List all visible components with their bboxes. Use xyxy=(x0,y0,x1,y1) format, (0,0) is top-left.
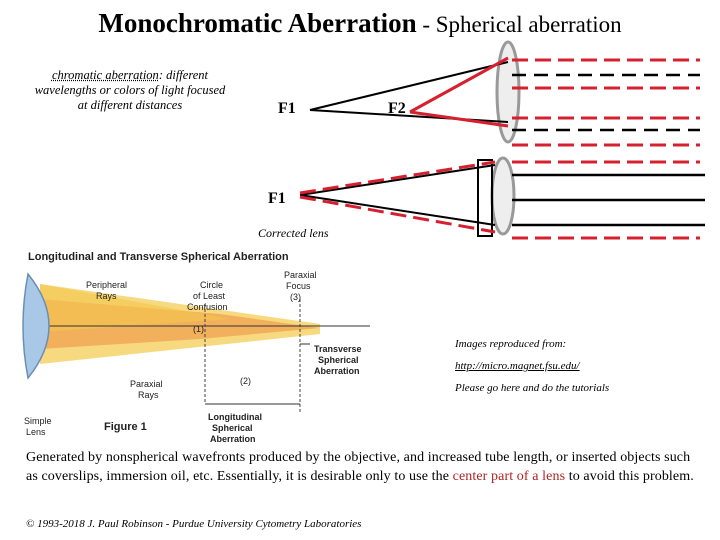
paraxial-rays-label-1: Paraxial xyxy=(130,379,163,389)
ray-black xyxy=(299,194,496,226)
ray-black xyxy=(309,109,509,123)
note-term: chromatic aberration xyxy=(51,68,159,82)
explanation-highlight: center part of a lens xyxy=(452,469,566,484)
longitudinal-label-1: Longitudinal xyxy=(208,412,262,422)
peripheral-label-1: Peripheral xyxy=(86,280,127,290)
definition-note: chromatic aberration: different waveleng… xyxy=(30,68,230,113)
transverse-label-3: Aberration xyxy=(314,366,360,376)
simple-lens-label-1: Simple xyxy=(24,416,52,426)
title-main: Monochromatic Aberration xyxy=(98,8,417,38)
credits-line-3: Please go here and do the tutorials xyxy=(455,382,610,394)
ray-black xyxy=(309,61,509,111)
explanation-end: to avoid this problem. xyxy=(565,469,694,484)
focus-label-f1-top: F1 xyxy=(278,100,296,117)
focus-label-f2: F2 xyxy=(388,100,406,117)
bottom-lens xyxy=(490,156,516,236)
corrected-lens-label: Corrected lens xyxy=(258,226,329,240)
marker-1: (1) xyxy=(193,324,204,334)
ray-fan xyxy=(40,284,230,332)
title-separator: - xyxy=(416,12,436,37)
figure-title: Longitudinal and Transverse Spherical Ab… xyxy=(28,251,289,263)
paraxial-focus-label-2: Focus xyxy=(286,281,311,291)
image-credits: Images reproduced from: http://micro.mag… xyxy=(455,333,609,399)
ray-red-dashed xyxy=(299,195,496,234)
credits-line-1: Images reproduced from: xyxy=(455,338,567,350)
explanation-text: Generated by nonspherical wavefronts pro… xyxy=(26,450,691,484)
longitudinal-label-3: Aberration xyxy=(210,434,256,444)
spherical-aberration-figure: Longitudinal and Transverse Spherical Ab… xyxy=(22,251,370,444)
title-sub: Spherical aberration xyxy=(435,12,622,37)
note-rest: : different wavelengths or colors of lig… xyxy=(34,68,226,112)
explanation-paragraph: Generated by nonspherical wavefronts pro… xyxy=(26,448,694,486)
slide-title: Monochromatic Aberration - Spherical abe… xyxy=(0,8,720,39)
simple-lens-label-2: Lens xyxy=(26,427,46,437)
credits-link[interactable]: http://micro.magnet.fsu.edu/ xyxy=(455,360,580,372)
ray-black xyxy=(299,164,496,196)
focus-label-f1-bottom: F1 xyxy=(268,190,286,207)
simple-lens xyxy=(22,272,50,380)
lens-corrector xyxy=(477,159,493,237)
peripheral-label-2: Rays xyxy=(96,291,117,301)
ray-red xyxy=(409,56,509,114)
paraxial-focus-label-3: (3) xyxy=(290,292,301,302)
circle-label-3: Confusion xyxy=(187,302,228,312)
top-lens xyxy=(495,40,521,144)
paraxial-rays-label-2: Rays xyxy=(138,390,159,400)
transverse-label-1: Transverse xyxy=(314,344,362,354)
marker-2: (2) xyxy=(240,376,251,386)
ray-red xyxy=(409,110,509,128)
ray-red-dashed xyxy=(299,160,496,195)
transverse-label-2: Spherical xyxy=(318,355,359,365)
copyright-footer: © 1993-2018 J. Paul Robinson - Purdue Un… xyxy=(26,518,362,530)
circle-label-1: Circle xyxy=(200,280,223,290)
longitudinal-label-2: Spherical xyxy=(212,423,253,433)
figure-caption: Figure 1 xyxy=(104,421,147,433)
circle-label-2: of Least xyxy=(193,291,226,301)
paraxial-focus-label-1: Paraxial xyxy=(284,270,317,280)
